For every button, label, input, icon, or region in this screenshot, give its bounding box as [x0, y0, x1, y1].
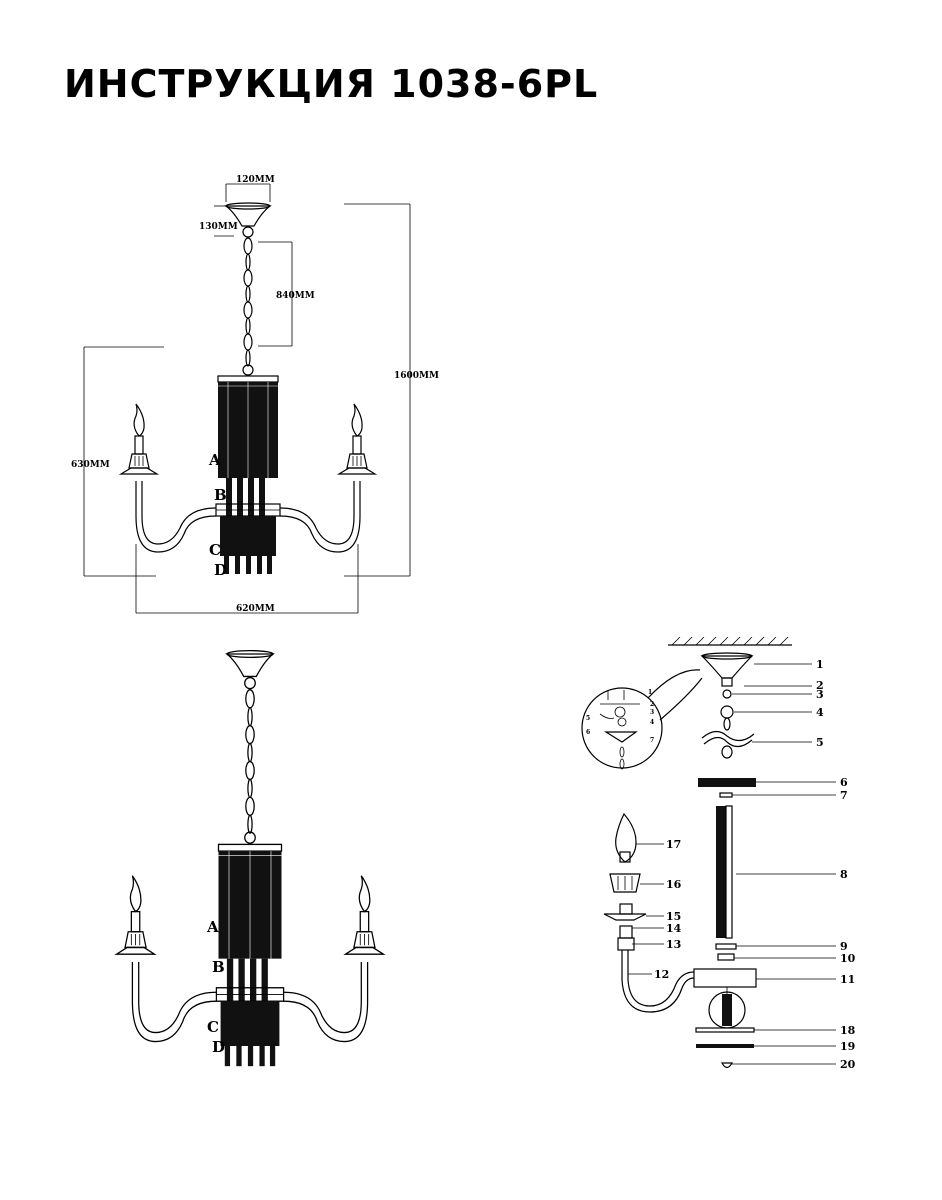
detail-number-3: 3 [650, 709, 654, 716]
section-label-d: D [214, 561, 227, 579]
leader-lines [628, 663, 836, 1065]
part-number-16: 16 [666, 878, 682, 891]
detail-number-1: 1 [648, 689, 652, 696]
section-label-a-2: A [206, 918, 219, 936]
section-label-c: C [209, 541, 221, 559]
part-number-4: 4 [816, 706, 824, 719]
detail-number-6: 6 [586, 729, 590, 736]
detail-number-2: 2 [650, 701, 654, 708]
dim-chain-length-label: 840ММ [276, 291, 315, 301]
detail-number-4: 4 [650, 719, 654, 726]
dim-canopy-width: 120ММ [225, 175, 275, 202]
detail-number-5: 5 [586, 715, 590, 722]
section-label-a: A [208, 451, 221, 469]
part-number-13: 13 [666, 938, 681, 951]
detail-magnifier [581, 669, 703, 770]
part-number-12: 12 [654, 968, 669, 981]
part-number-14: 14 [666, 922, 682, 935]
dimension-drawing: 120ММ 130ММ 840ММ 1600ММ 630ММ [71, 175, 439, 614]
part-number-18: 18 [840, 1024, 856, 1037]
dim-body-height: 630ММ [71, 346, 164, 577]
part-number-11: 11 [840, 973, 855, 986]
dim-total-height: 1600ММ [344, 203, 439, 577]
part-number-19: 19 [840, 1040, 855, 1053]
dim-total-width-label: 620ММ [236, 604, 275, 614]
dim-total-height-label: 1600ММ [394, 371, 439, 381]
page-title: ИНСТРУКЦИЯ 1038-6PL [64, 62, 599, 106]
part-number-2: 2 [816, 679, 824, 692]
exploded-view: 1 2 3 4 5 6 7 8 9 10 11 12 13 14 15 16 1… [581, 636, 856, 1071]
part-number-9: 9 [840, 940, 848, 953]
part-number-8: 8 [840, 868, 848, 881]
part-number-15: 15 [666, 910, 681, 923]
dim-canopy-height: 130ММ [199, 205, 238, 237]
assembled-view: A B C D [115, 649, 385, 1067]
detail-number-7: 7 [650, 737, 654, 744]
part-number-1: 1 [816, 658, 824, 671]
dim-body-height-label: 630ММ [71, 460, 110, 470]
section-label-b-2: B [212, 958, 225, 976]
section-label-c-2: C [207, 1018, 219, 1036]
section-label-d-2: D [212, 1038, 225, 1056]
dim-total-width: 620ММ [135, 544, 359, 614]
dim-chain-length: 840ММ [258, 241, 315, 347]
dim-canopy-height-label: 130ММ [199, 222, 238, 232]
part-number-20: 20 [840, 1058, 856, 1071]
part-number-3: 3 [816, 688, 824, 701]
part-number-10: 10 [840, 952, 856, 965]
part-number-6: 6 [840, 776, 848, 789]
part-number-17: 17 [666, 838, 681, 851]
section-label-b: B [214, 486, 227, 504]
part-number-5: 5 [816, 736, 824, 749]
dim-canopy-width-label: 120ММ [236, 175, 275, 185]
part-number-7: 7 [840, 789, 848, 802]
